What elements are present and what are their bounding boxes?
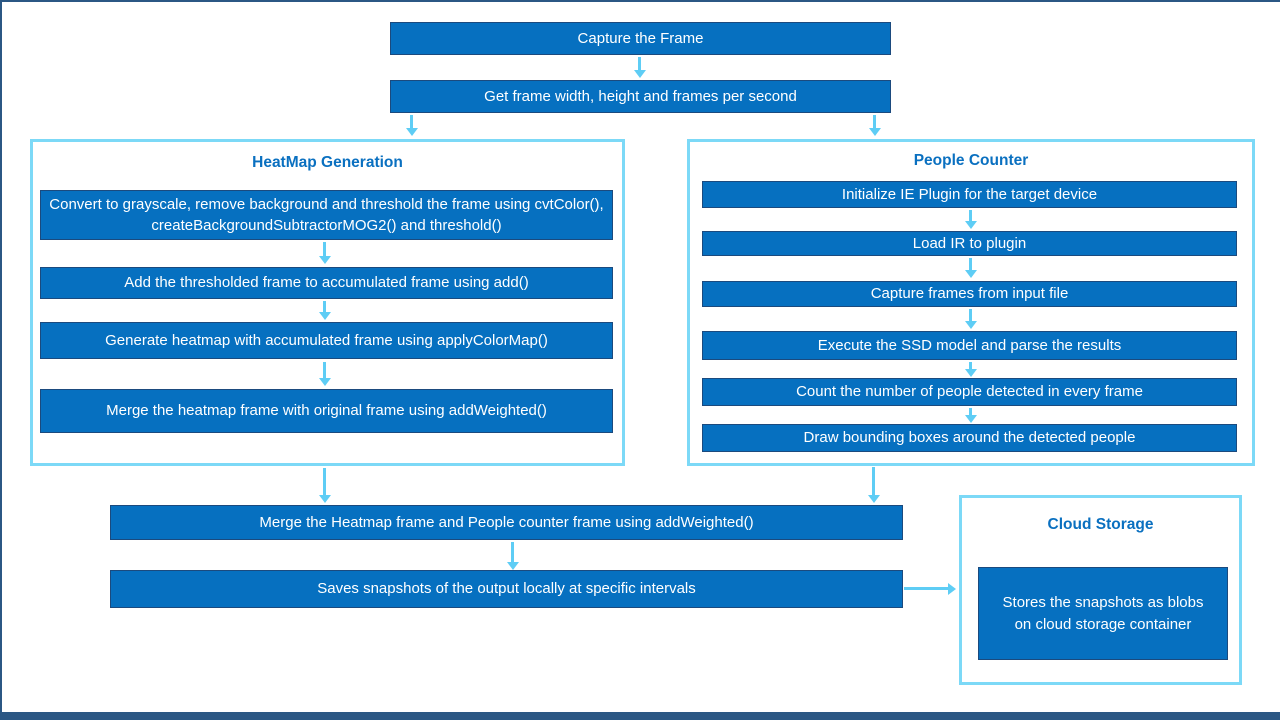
node-get-frame-info: Get frame width, height and frames per s…	[390, 80, 891, 113]
group-people-counter: People Counter	[687, 139, 1255, 466]
node-people-step-6: Draw bounding boxes around the detected …	[702, 424, 1237, 452]
arrow-people-2-3	[969, 258, 972, 270]
node-capture-frame: Capture the Frame	[390, 22, 891, 55]
node-merge-frames: Merge the Heatmap frame and People count…	[110, 505, 903, 540]
node-people-step-2: Load IR to plugin	[702, 231, 1237, 256]
arrow-heatmap-2-3	[323, 301, 326, 312]
arrow-people-to-merge	[872, 467, 875, 495]
arrow-merge-to-saves	[511, 542, 514, 562]
arrow-people-5-6	[969, 408, 972, 415]
node-heatmap-step-3: Generate heatmap with accumulated frame …	[40, 322, 613, 359]
slide-border-top	[0, 0, 1280, 2]
node-people-step-1: Initialize IE Plugin for the target devi…	[702, 181, 1237, 208]
node-people-step-3: Capture frames from input file	[702, 281, 1237, 307]
node-heatmap-step-4: Merge the heatmap frame with original fr…	[40, 389, 613, 433]
arrow-people-1-2	[969, 210, 972, 221]
slide-border-bottom	[0, 712, 1280, 720]
group-cloud-storage: Cloud Storage	[959, 495, 1242, 685]
people-counter-group-title: People Counter	[913, 152, 1029, 169]
node-heatmap-step-2: Add the thresholded frame to accumulated…	[40, 267, 613, 299]
arrow-getframe-to-peoplecounter	[873, 115, 876, 128]
slide-border-left	[0, 0, 2, 720]
cloud-storage-group-title: Cloud Storage	[1047, 516, 1154, 533]
node-store-blobs: Stores the snapshots as blobs on cloud s…	[978, 567, 1228, 660]
arrow-heatmap-to-merge	[323, 468, 326, 495]
arrow-people-3-4	[969, 309, 972, 321]
group-heatmap-generation: HeatMap Generation	[30, 139, 625, 466]
arrow-capture-to-getframe	[638, 57, 641, 70]
heatmap-group-title: HeatMap Generation	[252, 154, 403, 171]
arrow-heatmap-3-4	[323, 362, 326, 378]
arrow-people-4-5	[969, 362, 972, 369]
arrow-saves-to-cloud	[904, 587, 948, 590]
arrow-heatmap-1-2	[323, 242, 326, 256]
node-save-snapshots: Saves snapshots of the output locally at…	[110, 570, 903, 608]
node-people-step-4: Execute the SSD model and parse the resu…	[702, 331, 1237, 360]
arrow-getframe-to-heatmap	[410, 115, 413, 128]
node-heatmap-step-1: Convert to grayscale, remove background …	[40, 190, 613, 240]
node-people-step-5: Count the number of people detected in e…	[702, 378, 1237, 406]
